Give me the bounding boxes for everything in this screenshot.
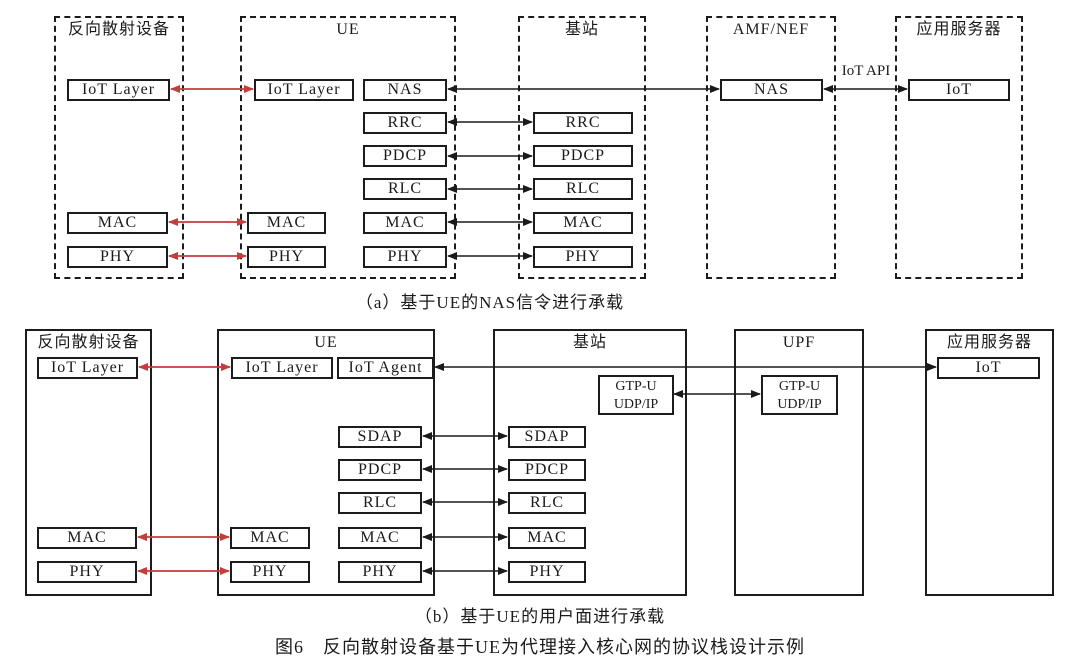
box-a-amf-nas: NAS <box>720 79 823 101</box>
upf-gtpu-line1: GTP-U <box>778 379 821 394</box>
box-b-ue-backscatter-mac: MAC <box>230 527 310 549</box>
container-b-ue <box>217 329 435 596</box>
box-a-ue-backscatter-mac: MAC <box>247 212 326 234</box>
box-b-device-phy: PHY <box>37 561 137 583</box>
box-b-upf-gtpu: GTP-U UDP/IP <box>761 375 838 415</box>
caption-a: （a）基于UE的NAS信令进行承载 <box>355 293 625 312</box>
box-a-ue-rrc: RRC <box>363 112 447 134</box>
box-b-ue-rlc: RLC <box>338 492 422 514</box>
title-b-base-station: 基站 <box>572 334 607 351</box>
box-a-bs-pdcp: PDCP <box>533 145 633 167</box>
box-b-server-iot: IoT <box>937 357 1040 379</box>
container-b-backscatter-device <box>25 329 152 596</box>
box-a-device-phy: PHY <box>67 246 168 268</box>
box-b-ue-pdcp: PDCP <box>338 459 422 481</box>
box-a-ue-uu-phy: PHY <box>363 246 447 268</box>
title-b-upf: UPF <box>782 334 816 351</box>
box-a-bs-rlc: RLC <box>533 178 633 200</box>
container-a-app-server <box>895 16 1023 279</box>
caption-b: （b）基于UE的用户面进行承载 <box>414 607 666 626</box>
box-a-ue-uu-mac: MAC <box>363 212 447 234</box>
container-b-app-server <box>925 329 1054 596</box>
box-b-ue-backscatter-phy: PHY <box>230 561 310 583</box>
box-a-bs-phy: PHY <box>533 246 633 268</box>
box-a-ue-pdcp: PDCP <box>363 145 447 167</box>
box-b-device-iot-layer: IoT Layer <box>37 357 138 379</box>
container-a-backscatter-device <box>54 16 184 279</box>
box-a-device-mac: MAC <box>67 212 168 234</box>
container-b-upf <box>734 329 864 596</box>
box-b-bs-phy: PHY <box>508 561 586 583</box>
upf-gtpu-line2: UDP/IP <box>777 397 822 412</box>
box-b-bs-gtpu: GTP-U UDP/IP <box>598 375 674 415</box>
title-b-ue: UE <box>314 334 338 351</box>
box-a-ue-nas: NAS <box>363 79 447 101</box>
title-b-backscatter-device: 反向散射设备 <box>37 334 140 351</box>
box-b-ue-iot-layer: IoT Layer <box>231 357 333 379</box>
title-a-backscatter-device: 反向散射设备 <box>67 21 170 38</box>
bs-gtpu-line1: GTP-U <box>615 379 657 394</box>
box-b-ue-uu-mac: MAC <box>338 527 422 549</box>
label-iot-api: IoT API <box>841 63 891 79</box>
box-a-ue-backscatter-phy: PHY <box>247 246 326 268</box>
container-b-base-station <box>493 329 687 596</box>
box-a-server-iot: IoT <box>908 79 1010 101</box>
box-a-ue-iot-layer: IoT Layer <box>254 79 354 101</box>
box-a-bs-mac: MAC <box>533 212 633 234</box>
title-a-amf-nef: AMF/NEF <box>732 21 810 38</box>
container-a-amf-nef <box>706 16 836 279</box>
figure-caption: 图6 反向散射设备基于UE为代理接入核心网的协议栈设计示例 <box>275 637 805 657</box>
box-a-bs-rrc: RRC <box>533 112 633 134</box>
title-a-base-station: 基站 <box>564 21 599 38</box>
box-b-ue-iot-agent: IoT Agent <box>337 357 434 379</box>
container-a-base-station <box>518 16 646 279</box>
box-a-device-iot-layer: IoT Layer <box>67 79 170 101</box>
box-b-bs-mac: MAC <box>508 527 586 549</box>
box-a-ue-rlc: RLC <box>363 178 447 200</box>
box-b-ue-uu-phy: PHY <box>338 561 422 583</box>
box-b-bs-pdcp: PDCP <box>508 459 586 481</box>
title-a-app-server: 应用服务器 <box>916 21 1002 38</box>
box-b-bs-rlc: RLC <box>508 492 586 514</box>
title-a-ue: UE <box>336 21 360 38</box>
box-b-bs-sdap: SDAP <box>508 426 586 448</box>
bs-gtpu-line2: UDP/IP <box>613 397 659 412</box>
container-a-ue <box>240 16 456 279</box>
title-b-app-server: 应用服务器 <box>946 334 1032 351</box>
box-b-ue-sdap: SDAP <box>338 426 422 448</box>
box-b-device-mac: MAC <box>37 527 137 549</box>
